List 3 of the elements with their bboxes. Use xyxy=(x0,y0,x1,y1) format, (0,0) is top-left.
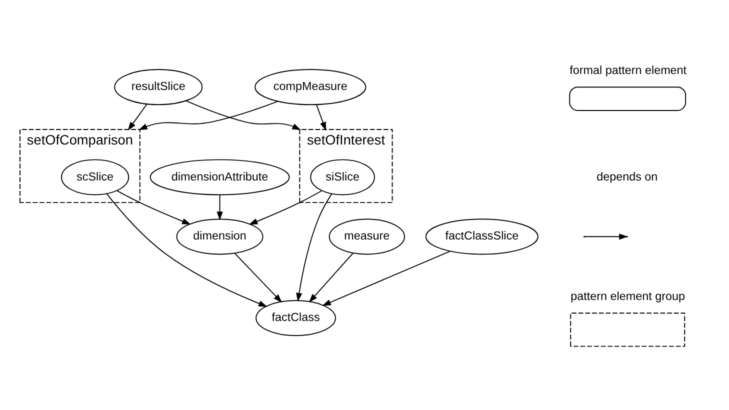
legend-label: depends on xyxy=(596,170,658,184)
legend-label: pattern element group xyxy=(570,290,685,304)
legend-label: formal pattern element xyxy=(570,64,687,78)
